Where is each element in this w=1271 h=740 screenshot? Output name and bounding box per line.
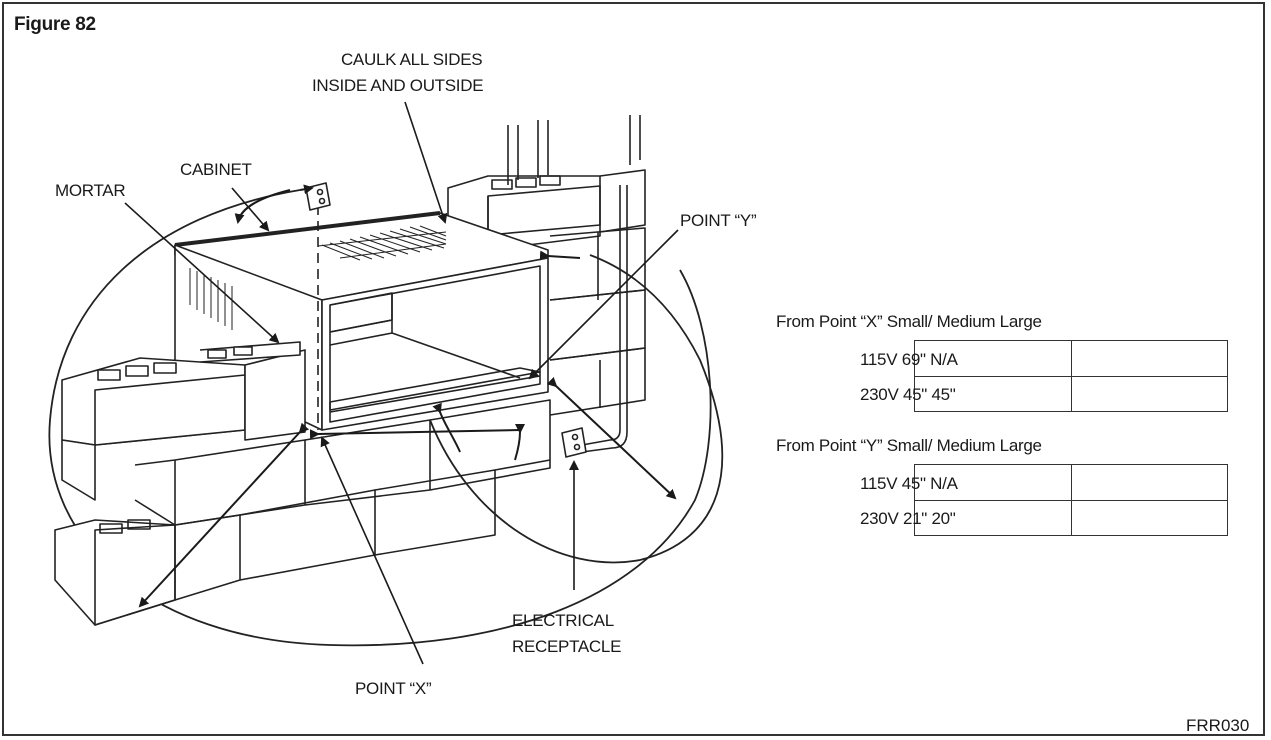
electrical-label-line1: ELECTRICAL: [512, 611, 614, 630]
receptacle-bottom: [561, 427, 587, 458]
table-y-row1: 115V 45" N/A: [860, 474, 958, 494]
receptacle-top: [305, 182, 331, 211]
table-x-header: From Point “X” Small/ Medium Large: [776, 312, 1042, 331]
large-cell: N/A: [930, 474, 958, 493]
large-cell: 20": [931, 509, 956, 528]
table-x-row1: 115V 69" N/A: [860, 350, 958, 370]
figure-title: Figure 82: [14, 14, 96, 35]
small-medium-cell: 69": [901, 350, 926, 369]
front-left-blocks: [61, 341, 306, 501]
table-y-row2: 230V 21" 20": [860, 509, 956, 529]
table-y-grid: [914, 464, 1228, 536]
caulk-label-line1: CAULK ALL SIDES: [340, 50, 483, 69]
voltage-cell: 115V: [860, 350, 898, 369]
table-x-row2: 230V 45" 45": [860, 385, 956, 405]
caulk-label: CAULK ALL SIDES INSIDE AND OUTSIDE: [312, 47, 484, 99]
wall-studs: [507, 115, 641, 185]
voltage-cell: 230V: [860, 509, 899, 528]
table-x-grid: [914, 340, 1228, 412]
cabinet-label: CABINET: [180, 160, 252, 179]
electrical-label: ELECTRICAL RECEPTACLE: [512, 608, 621, 660]
reach-circle-x: [48, 189, 712, 647]
point-x-label: POINT “X”: [355, 679, 432, 698]
voltage-cell: 230V: [860, 385, 899, 404]
reach-circle-y: [429, 254, 724, 564]
electrical-label-line2: RECEPTACLE: [512, 637, 622, 656]
small-medium-cell: 45": [901, 474, 926, 493]
table-x-divider: [1071, 341, 1072, 411]
side-louvers: [189, 268, 233, 330]
table-y-header: From Point “Y” Small/ Medium Large: [776, 436, 1042, 455]
table-y-divider: [1071, 465, 1072, 535]
large-cell: 45": [931, 385, 956, 404]
caulk-label-line2: INSIDE AND OUTSIDE: [312, 76, 484, 95]
large-cell: N/A: [930, 350, 958, 369]
table-point-x: From Point “X” Small/ Medium Large 115V …: [776, 312, 1236, 412]
figure-code: FRR030: [1186, 716, 1250, 735]
caulk-hatching: [317, 225, 447, 261]
table-point-y: From Point “Y” Small/ Medium Large 115V …: [776, 436, 1236, 536]
small-medium-cell: 45": [902, 385, 927, 404]
small-medium-cell: 21": [902, 509, 927, 528]
voltage-cell: 115V: [860, 474, 898, 493]
mortar-label: MORTAR: [55, 181, 126, 200]
point-y-label: POINT “Y”: [680, 211, 757, 230]
